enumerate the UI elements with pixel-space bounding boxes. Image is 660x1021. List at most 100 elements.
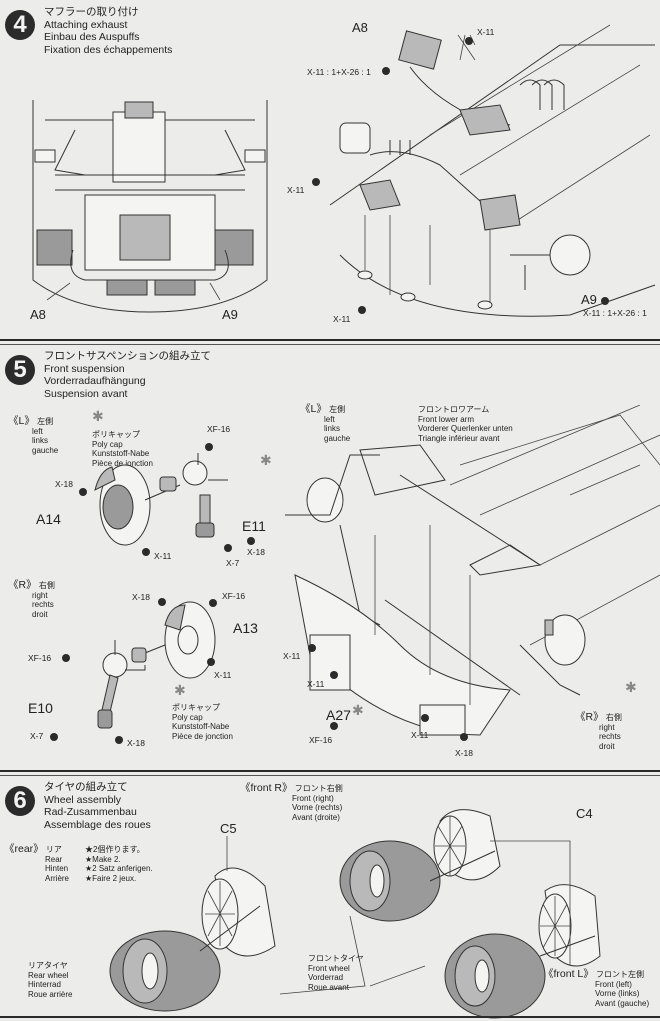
step-4-title-de: Einbau des Auspuffs [44, 31, 140, 43]
screw-icon [209, 599, 217, 607]
screw-icon [312, 178, 320, 186]
rear-wheel-label: リアタイヤ Rear wheel Hinterrad Roue arrière [28, 961, 73, 999]
part-label-c5: C5 [220, 821, 237, 836]
screw-icon [358, 306, 366, 314]
rear-label: 《rear》 リア Rear Hinten Arrière [4, 843, 70, 883]
step-6-title-en: Wheel assembly [44, 793, 122, 806]
screw-icon [207, 658, 215, 666]
left-brake-hub-drawing [94, 453, 228, 546]
part-label-a9-right: A9 [581, 292, 597, 307]
part-label-c4: C4 [576, 806, 593, 821]
callout-x18-left-e11: X-18 [247, 547, 265, 557]
section-divider [0, 344, 660, 345]
wheel-assembly-drawing [109, 809, 601, 1019]
screw-icon [465, 37, 473, 45]
step-6-title-de: Rad-Zusammenbau [44, 806, 137, 818]
front-wheel-label: フロントタイヤ Front wheel Vorderrad Roue avant [308, 954, 364, 992]
section-divider [0, 775, 660, 776]
part-label-e11: E11 [242, 518, 266, 534]
screw-icon [224, 544, 232, 552]
callout-x18-main: X-18 [455, 748, 473, 758]
front-left-label: 《front L》 フロント左側 Front (left) Vorne (lin… [543, 968, 650, 1008]
callout-x11-right: X-11 [214, 670, 232, 680]
step-4-section: 4 マフラーの取り付け Attaching exhaust Einbau des… [0, 0, 660, 341]
right-brake-hub-drawing [97, 601, 216, 729]
make-quantity-note: ★2個作ります。 ★Make 2. ★2 Satz anferigen. ★Fa… [85, 845, 153, 883]
step-5-section: 5 フロントサスペンションの組み立て Front suspension Vord… [0, 345, 660, 770]
screw-icon [62, 654, 70, 662]
callout-xf16-left: XF-16 [207, 424, 231, 434]
grease-icon: ✱ [352, 702, 364, 718]
callout-xf16-right-left: XF-16 [28, 653, 52, 663]
callout-x11-x26-bottom: X-11 : 1+X-26 : 1 [583, 308, 647, 318]
section-divider [0, 1016, 660, 1018]
callout-x18-right-bottom: X-18 [127, 738, 145, 748]
step-5-number-badge: 5 [5, 355, 35, 385]
part-label-a27: A27 [326, 707, 351, 723]
screw-icon [158, 598, 166, 606]
screw-icon [308, 644, 316, 652]
grease-icon: ✱ [260, 452, 272, 468]
chassis-exhaust-iso-drawing [329, 24, 656, 317]
callout-x11-bottom: X-11 [333, 314, 351, 324]
screw-icon [382, 67, 390, 75]
step-5-title-de: Vorderradaufhängung [44, 375, 146, 387]
screw-icon [330, 671, 338, 679]
screw-icon [142, 548, 150, 556]
step-5-title: フロントサスペンションの組み立て Front suspension Vorder… [44, 350, 211, 400]
callout-x11-x26-top: X-11 : 1+X-26 : 1 [307, 67, 371, 77]
step-5-title-jp: フロントサスペンションの組み立て [44, 350, 212, 362]
screw-icon [330, 722, 338, 730]
step-6-title-fr: Assemblage des roues [44, 818, 151, 831]
callout-x11-left: X-11 [154, 551, 172, 561]
front-suspension-iso-drawing [285, 405, 660, 736]
callout-x11-top: X-11 [477, 27, 495, 37]
step-4-title-jp: マフラーの取り付け [44, 6, 139, 18]
step-4-number-badge: 4 [5, 10, 35, 40]
screw-icon [601, 297, 609, 305]
callout-x7-right: X-7 [30, 731, 44, 741]
grease-icon: ✱ [625, 679, 637, 695]
callout-xf16-right-top: XF-16 [222, 591, 246, 601]
underbody-rear-view-drawing [32, 100, 268, 313]
callout-x11-main-2: X-11 [307, 679, 325, 689]
step-5-title-fr: Suspension avant [44, 387, 128, 400]
callout-x11-main-1: X-11 [283, 651, 301, 661]
step-5-title-en: Front suspension [44, 362, 125, 375]
callout-x11-main-3: X-11 [411, 730, 429, 740]
callout-x18-left-top: X-18 [55, 479, 73, 489]
step-6-number-badge: 6 [5, 786, 35, 816]
callout-x18-right-top: X-18 [132, 592, 150, 602]
step-6-title-jp: タイヤの組み立て [44, 781, 128, 793]
step-4-title-en: Attaching exhaust [44, 18, 128, 31]
screw-icon [460, 733, 468, 741]
part-label-a14: A14 [36, 511, 61, 527]
part-label-a8-left: A8 [30, 307, 46, 322]
part-label-a13: A13 [233, 620, 258, 636]
callout-x7-left: X-7 [226, 558, 240, 568]
part-label-a8-right: A8 [352, 20, 368, 35]
grease-icon: ✱ [92, 408, 104, 424]
step-4-title: マフラーの取り付け Attaching exhaust Einbau des A… [44, 6, 172, 56]
screw-icon [50, 733, 58, 741]
section-divider [0, 770, 660, 772]
grease-icon: ✱ [174, 682, 186, 698]
side-label-right: 《R》 右側 right rechts droit [8, 579, 55, 619]
poly-cap-label-1: ポリキャップ Poly cap Kunststoff-Nabe Pièce de… [92, 430, 153, 468]
part-label-e10: E10 [28, 700, 53, 716]
part-label-a9-left: A9 [222, 307, 238, 322]
side-label-right-main: 《R》 右側 right rechts droit [575, 711, 622, 751]
screw-icon [115, 736, 123, 744]
screw-icon [421, 714, 429, 722]
section-divider [0, 339, 660, 341]
step-4-title-fr: Fixation des échappements [44, 43, 173, 56]
step-6-section: 6 タイヤの組み立て Wheel assembly Rad-Zusammenba… [0, 776, 660, 1019]
side-label-left-main: 《L》 左側 left links gauche [300, 403, 351, 443]
front-lower-arm-label: フロントロワアーム Front lower arm Vorderer Querl… [418, 405, 513, 443]
screw-icon [205, 443, 213, 451]
screw-icon [247, 537, 255, 545]
screw-icon [79, 488, 87, 496]
callout-x11-left: X-11 [287, 185, 305, 195]
side-label-left: 《L》 左側 left links gauche [8, 415, 59, 455]
poly-cap-label-2: ポリキャップ Poly cap Kunststoff-Nabe Pièce de… [172, 703, 233, 741]
